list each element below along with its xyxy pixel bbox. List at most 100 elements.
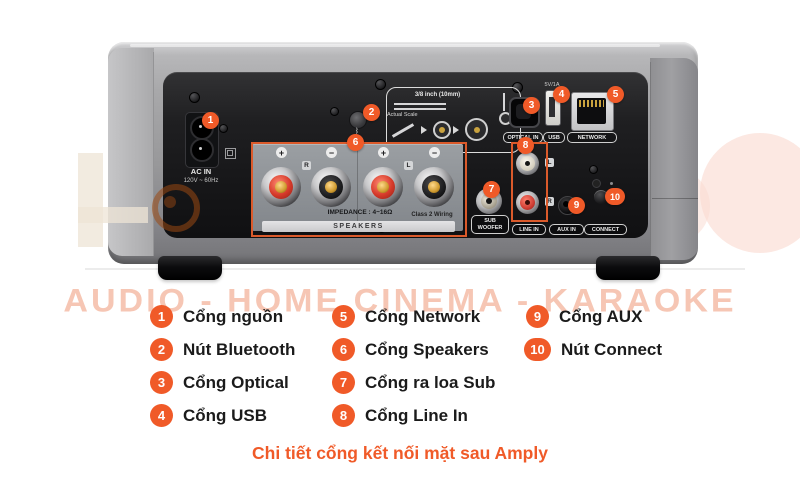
legend-badge-9: 9 (526, 305, 549, 328)
legend-badge-10: 10 (524, 338, 551, 361)
bluetooth-icon: ᛒ (354, 128, 360, 135)
plate-divider (357, 147, 358, 227)
legend-label-7: Cổng ra loa Sub (365, 372, 496, 392)
legend-item-6: 6 Cổng Speakers (332, 338, 489, 361)
callout-badge-7: 7 (483, 181, 500, 198)
legend-label-3: Cổng Optical (183, 372, 289, 392)
watermark-circle (700, 133, 800, 253)
pin-icon (503, 93, 505, 111)
network-label: NETWORK (567, 132, 617, 143)
usb-port-slot (549, 97, 555, 117)
status-led (592, 179, 601, 188)
right-seam (652, 198, 698, 199)
left-channel-chip: L (404, 161, 413, 170)
line-in-callout-box (511, 142, 548, 222)
legend-label-5: Cổng Network (365, 306, 481, 326)
class2-square-icon (225, 148, 236, 159)
speakers-label-bar: SPEAKERS (262, 221, 455, 232)
watermark-text: AUDIO - HOME CINEMA - KARAOKE (63, 282, 737, 320)
arrow-icon (453, 126, 459, 134)
right-channel-chip: R (302, 161, 311, 170)
watermark-baseline (85, 268, 745, 270)
binding-post-negative (414, 167, 454, 207)
legend-badge-4: 4 (150, 404, 173, 427)
legend-badge-7: 7 (332, 371, 355, 394)
legend-label-10: Nút Connect (561, 339, 663, 359)
ac-voltage-label: 120V ~ 60Hz (183, 178, 219, 184)
line-left-chip: L (545, 158, 554, 167)
top-highlight (130, 44, 660, 47)
legend-label-2: Nút Bluetooth (183, 339, 296, 359)
legend-badge-1: 1 (150, 305, 173, 328)
screw-icon (375, 79, 386, 90)
connector-icon (433, 121, 451, 139)
legend-item-4: 4 Cổng USB (150, 404, 267, 427)
legend-item-1: 1 Cổng nguồn (150, 305, 283, 328)
foot-right (596, 256, 660, 280)
legend-item-2: 2 Nút Bluetooth (150, 338, 295, 361)
line-in-right-rca-jack (516, 191, 539, 214)
ac-pin-hole (190, 138, 214, 162)
legend-item-10: 10 Nút Connect (524, 338, 662, 361)
arrow-icon (421, 126, 427, 134)
aux-in-hole (563, 201, 569, 207)
speakers-callout-box (251, 142, 467, 237)
callout-badge-2: 2 (363, 104, 380, 121)
line-right-chip: R (545, 197, 554, 206)
legend-item-7: 7 Cổng ra loa Sub (332, 371, 495, 394)
binding-post-positive (261, 167, 301, 207)
wire-graphic (394, 108, 446, 110)
network-port-pins (579, 100, 604, 107)
plus-mark: + (378, 147, 389, 158)
amplifier-left-face (108, 48, 154, 256)
actual-scale-label: Actual Scale (387, 112, 418, 118)
callout-badge-1: 1 (202, 112, 219, 129)
plus-mark: + (276, 147, 287, 158)
impedance-label: IMPEDANCE : 4~16Ω (327, 209, 393, 216)
ac-pin (199, 125, 202, 128)
foot-left (158, 256, 222, 280)
caption: Chi tiết cổng kết nối mặt sau Amply (252, 443, 548, 463)
wire-length-label: 3/8 inch (10mm) (414, 92, 461, 98)
connect-button (594, 190, 608, 204)
legend-item-9: 9 Cổng AUX (526, 305, 642, 328)
watermark-ring (152, 184, 200, 232)
aux-in-label: AUX IN (549, 224, 584, 235)
binding-post-negative (311, 167, 351, 207)
callout-badge-9: 9 (568, 197, 585, 214)
watermark-letter-crossbar (78, 207, 148, 223)
callout-badge-6: 6 (347, 134, 364, 151)
screw-icon (330, 107, 339, 116)
reset-pinhole (610, 182, 613, 185)
legend-badge-6: 6 (332, 338, 355, 361)
ac-in-label: AC IN (190, 167, 212, 176)
screw-icon (589, 165, 598, 174)
ac-pin (199, 147, 202, 150)
screw-icon (219, 124, 228, 133)
callout-badge-4: 4 (553, 86, 570, 103)
callout-badge-5: 5 (607, 86, 624, 103)
legend-label-1: Cổng nguồn (183, 306, 284, 326)
usb-power-label: 5V/1A (544, 82, 560, 88)
right-seam (650, 62, 651, 258)
screw-icon (512, 82, 523, 93)
line-in-left-rca-jack (516, 152, 539, 175)
legend-badge-2: 2 (150, 338, 173, 361)
legend-label-4: Cổng USB (183, 405, 268, 425)
usb-label: USB (543, 132, 565, 143)
left-seam (153, 52, 154, 256)
legend-label-9: Cổng AUX (559, 306, 643, 326)
legend-label-8: Cổng Line In (365, 405, 468, 425)
line-in-label: LINE IN (512, 224, 546, 235)
legend-badge-5: 5 (332, 305, 355, 328)
screw-icon (189, 92, 200, 103)
wire-graphic (394, 103, 446, 105)
watermark-letter-stem (78, 153, 103, 247)
callout-badge-8: 8 (517, 137, 534, 154)
class2-wiring-label: Class 2 Wiring (411, 212, 453, 218)
callout-badge-10: 10 (605, 188, 625, 205)
binding-post-positive (363, 167, 403, 207)
minus-mark: − (326, 147, 337, 158)
class2-square-inner-icon (227, 150, 233, 156)
